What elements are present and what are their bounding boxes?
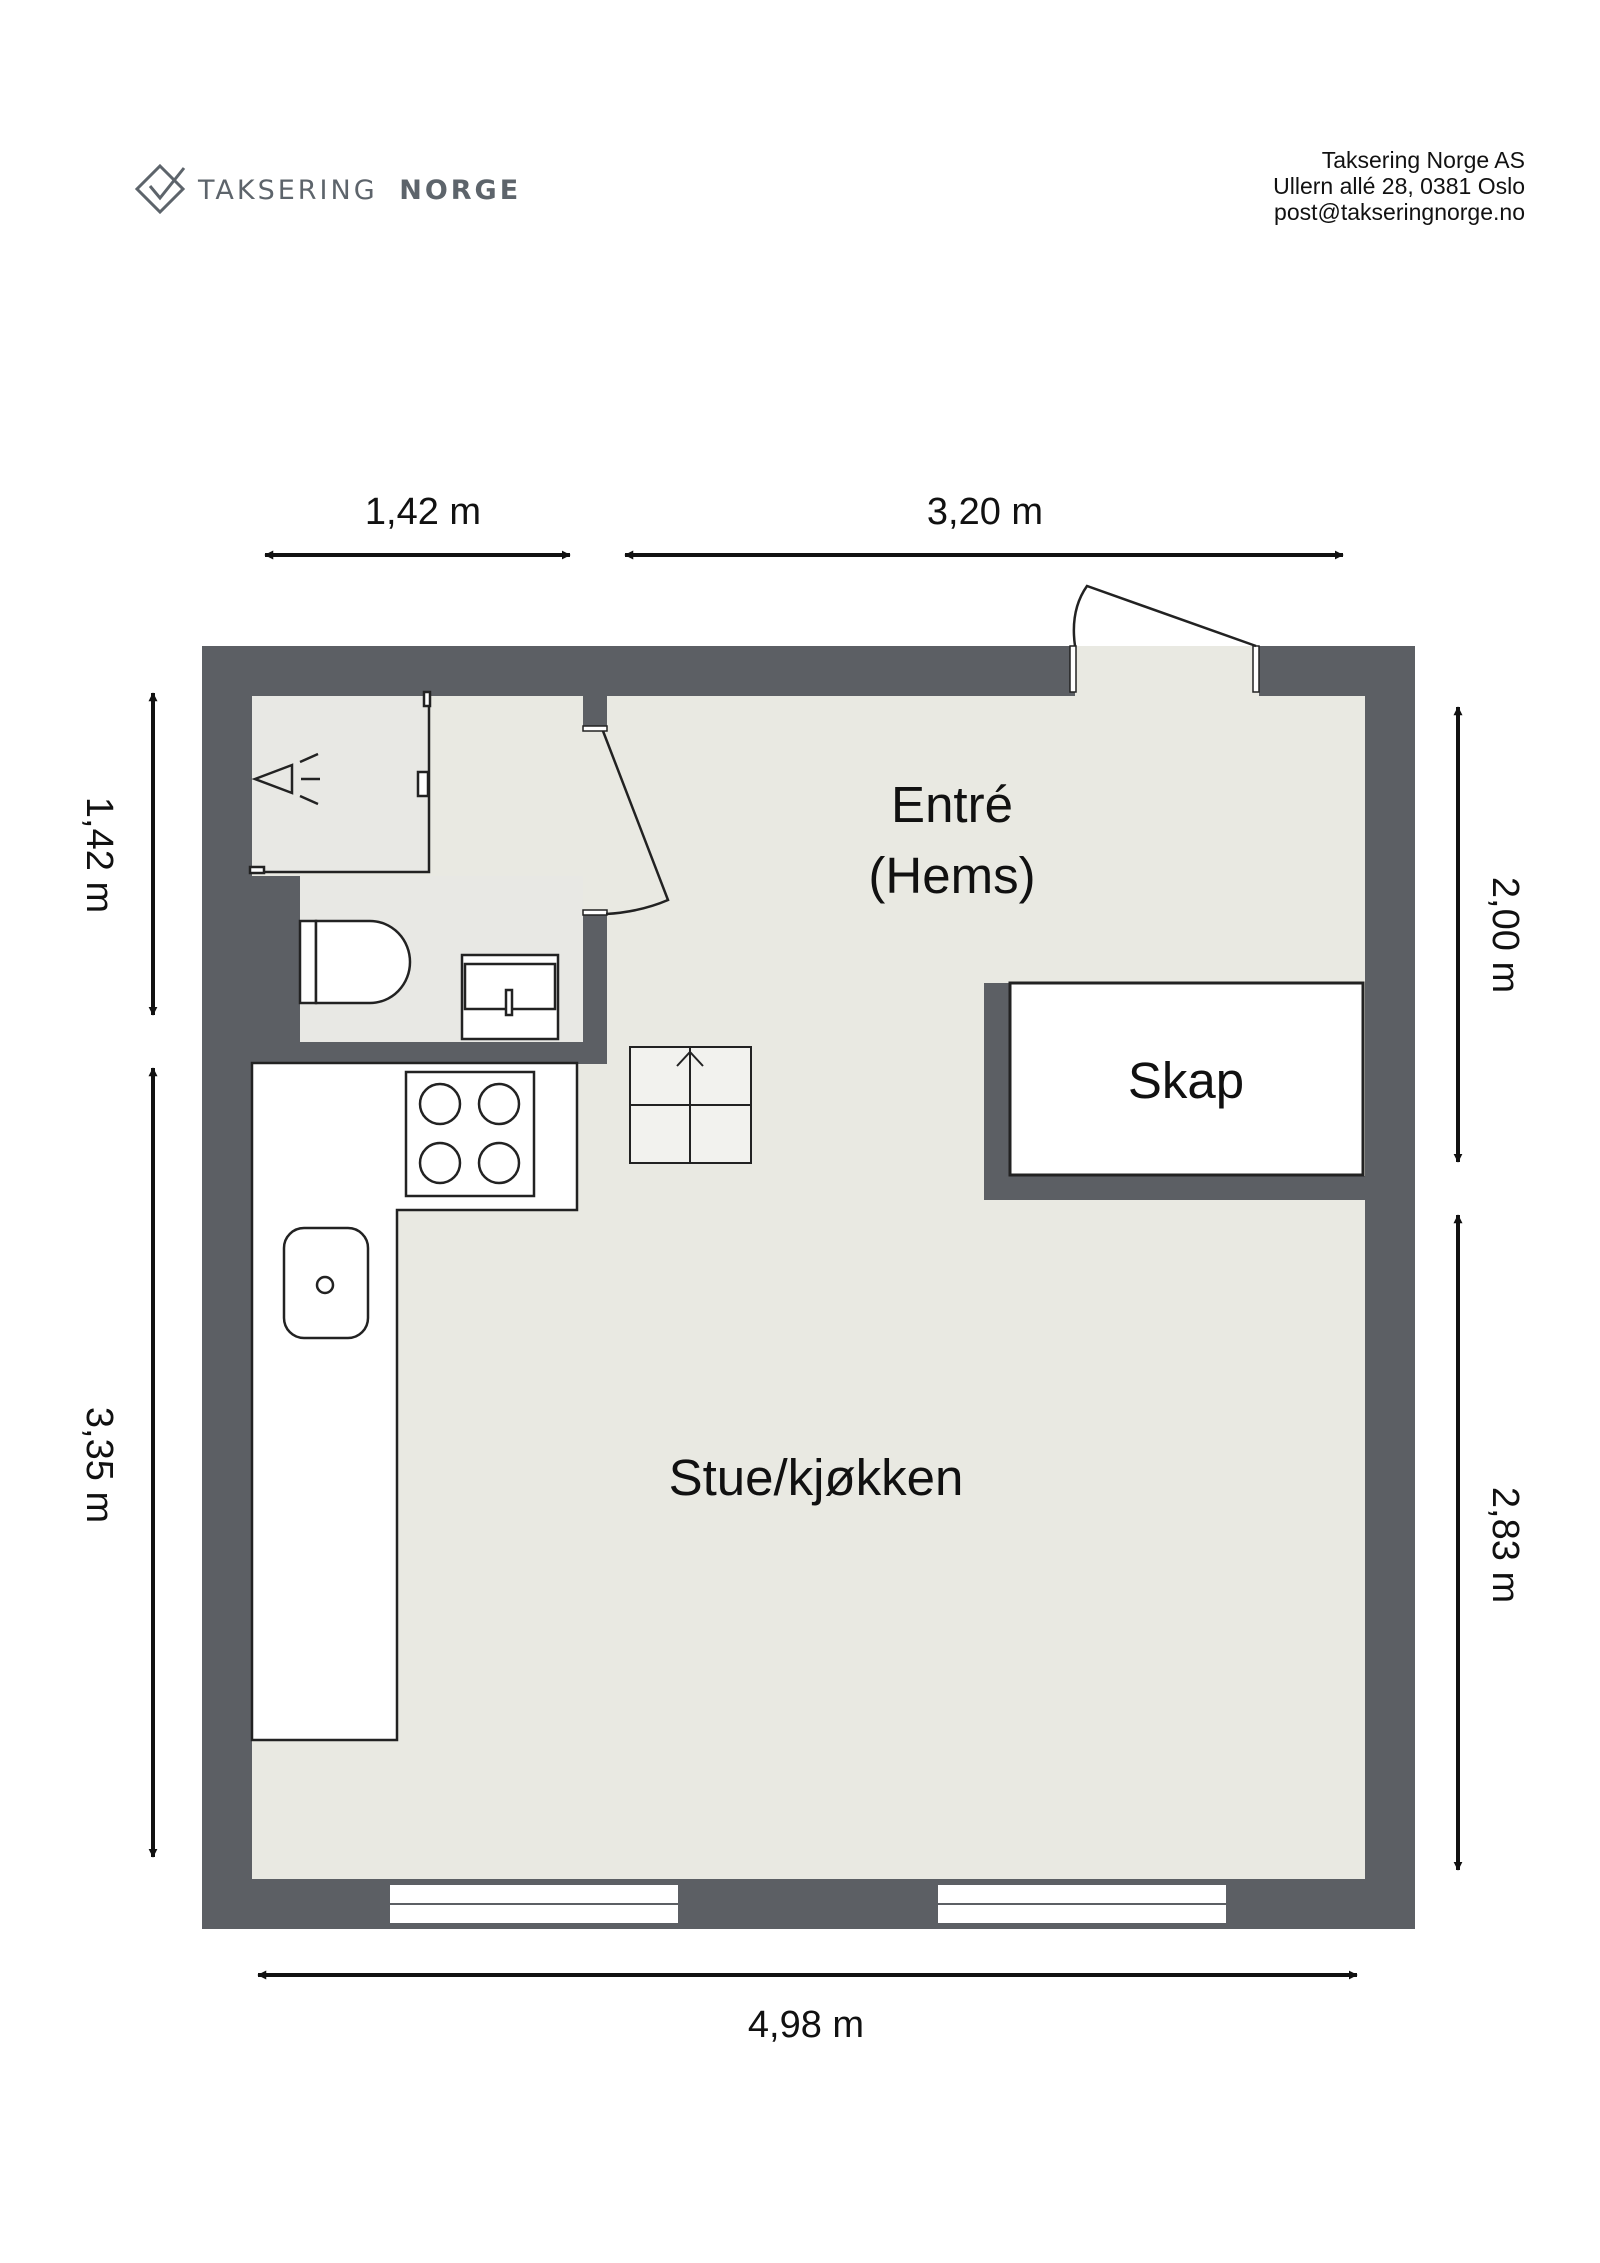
dim-label-bottom: 4,98 m [748,2004,864,2046]
dim-label-right-upper: 2,00 m [1484,877,1526,993]
room-label-living: Stue/kjøkken [669,1449,964,1506]
brand-name-bold: NORGE [399,175,521,206]
brand-name-light: TAKSERING [197,175,378,206]
dim-label-left-upper: 1,42 m [78,797,120,913]
main-floor [252,696,1365,1879]
svg-text:TAKSERING NORGE: TAKSERING NORGE [197,175,521,206]
room-label-closet: Skap [1128,1052,1244,1109]
kitchen-sink-icon [282,1226,370,1340]
company-name: Taksering Norge AS [1322,147,1525,173]
bathroom-door [582,725,670,916]
shower-head-icon [251,752,320,806]
brand-logo: TAKSERING NORGE [134,163,521,215]
company-email: post@takseringnorge.no [1274,199,1525,225]
shower [248,690,432,875]
stairs-up-arrow-icon [676,1050,704,1067]
stove-icon [404,1070,536,1198]
window-left [388,1883,680,1925]
kitchen-counter [250,1061,579,1742]
bathroom-walls [252,696,607,1064]
closet [984,981,1365,1200]
room-label-entre-sub: (Hems) [868,847,1035,904]
dim-label-top-right: 3,20 m [927,491,1043,533]
check-diamond-icon [134,163,186,215]
dim-label-right-lower: 2,83 m [1484,1487,1526,1603]
dim-label-left-lower: 3,35 m [78,1407,120,1523]
company-info: Taksering Norge AS Ullern allé 28, 0381 … [1273,147,1525,225]
dim-label-top-left: 1,42 m [365,491,481,533]
bathroom-sink-icon [460,953,560,1041]
entrance-door [1069,584,1260,696]
toilet-icon [298,919,412,1005]
stairs [629,1046,752,1164]
window-right [936,1883,1228,1925]
company-address: Ullern allé 28, 0381 Oslo [1273,173,1525,199]
room-label-entre: Entré [891,776,1013,833]
